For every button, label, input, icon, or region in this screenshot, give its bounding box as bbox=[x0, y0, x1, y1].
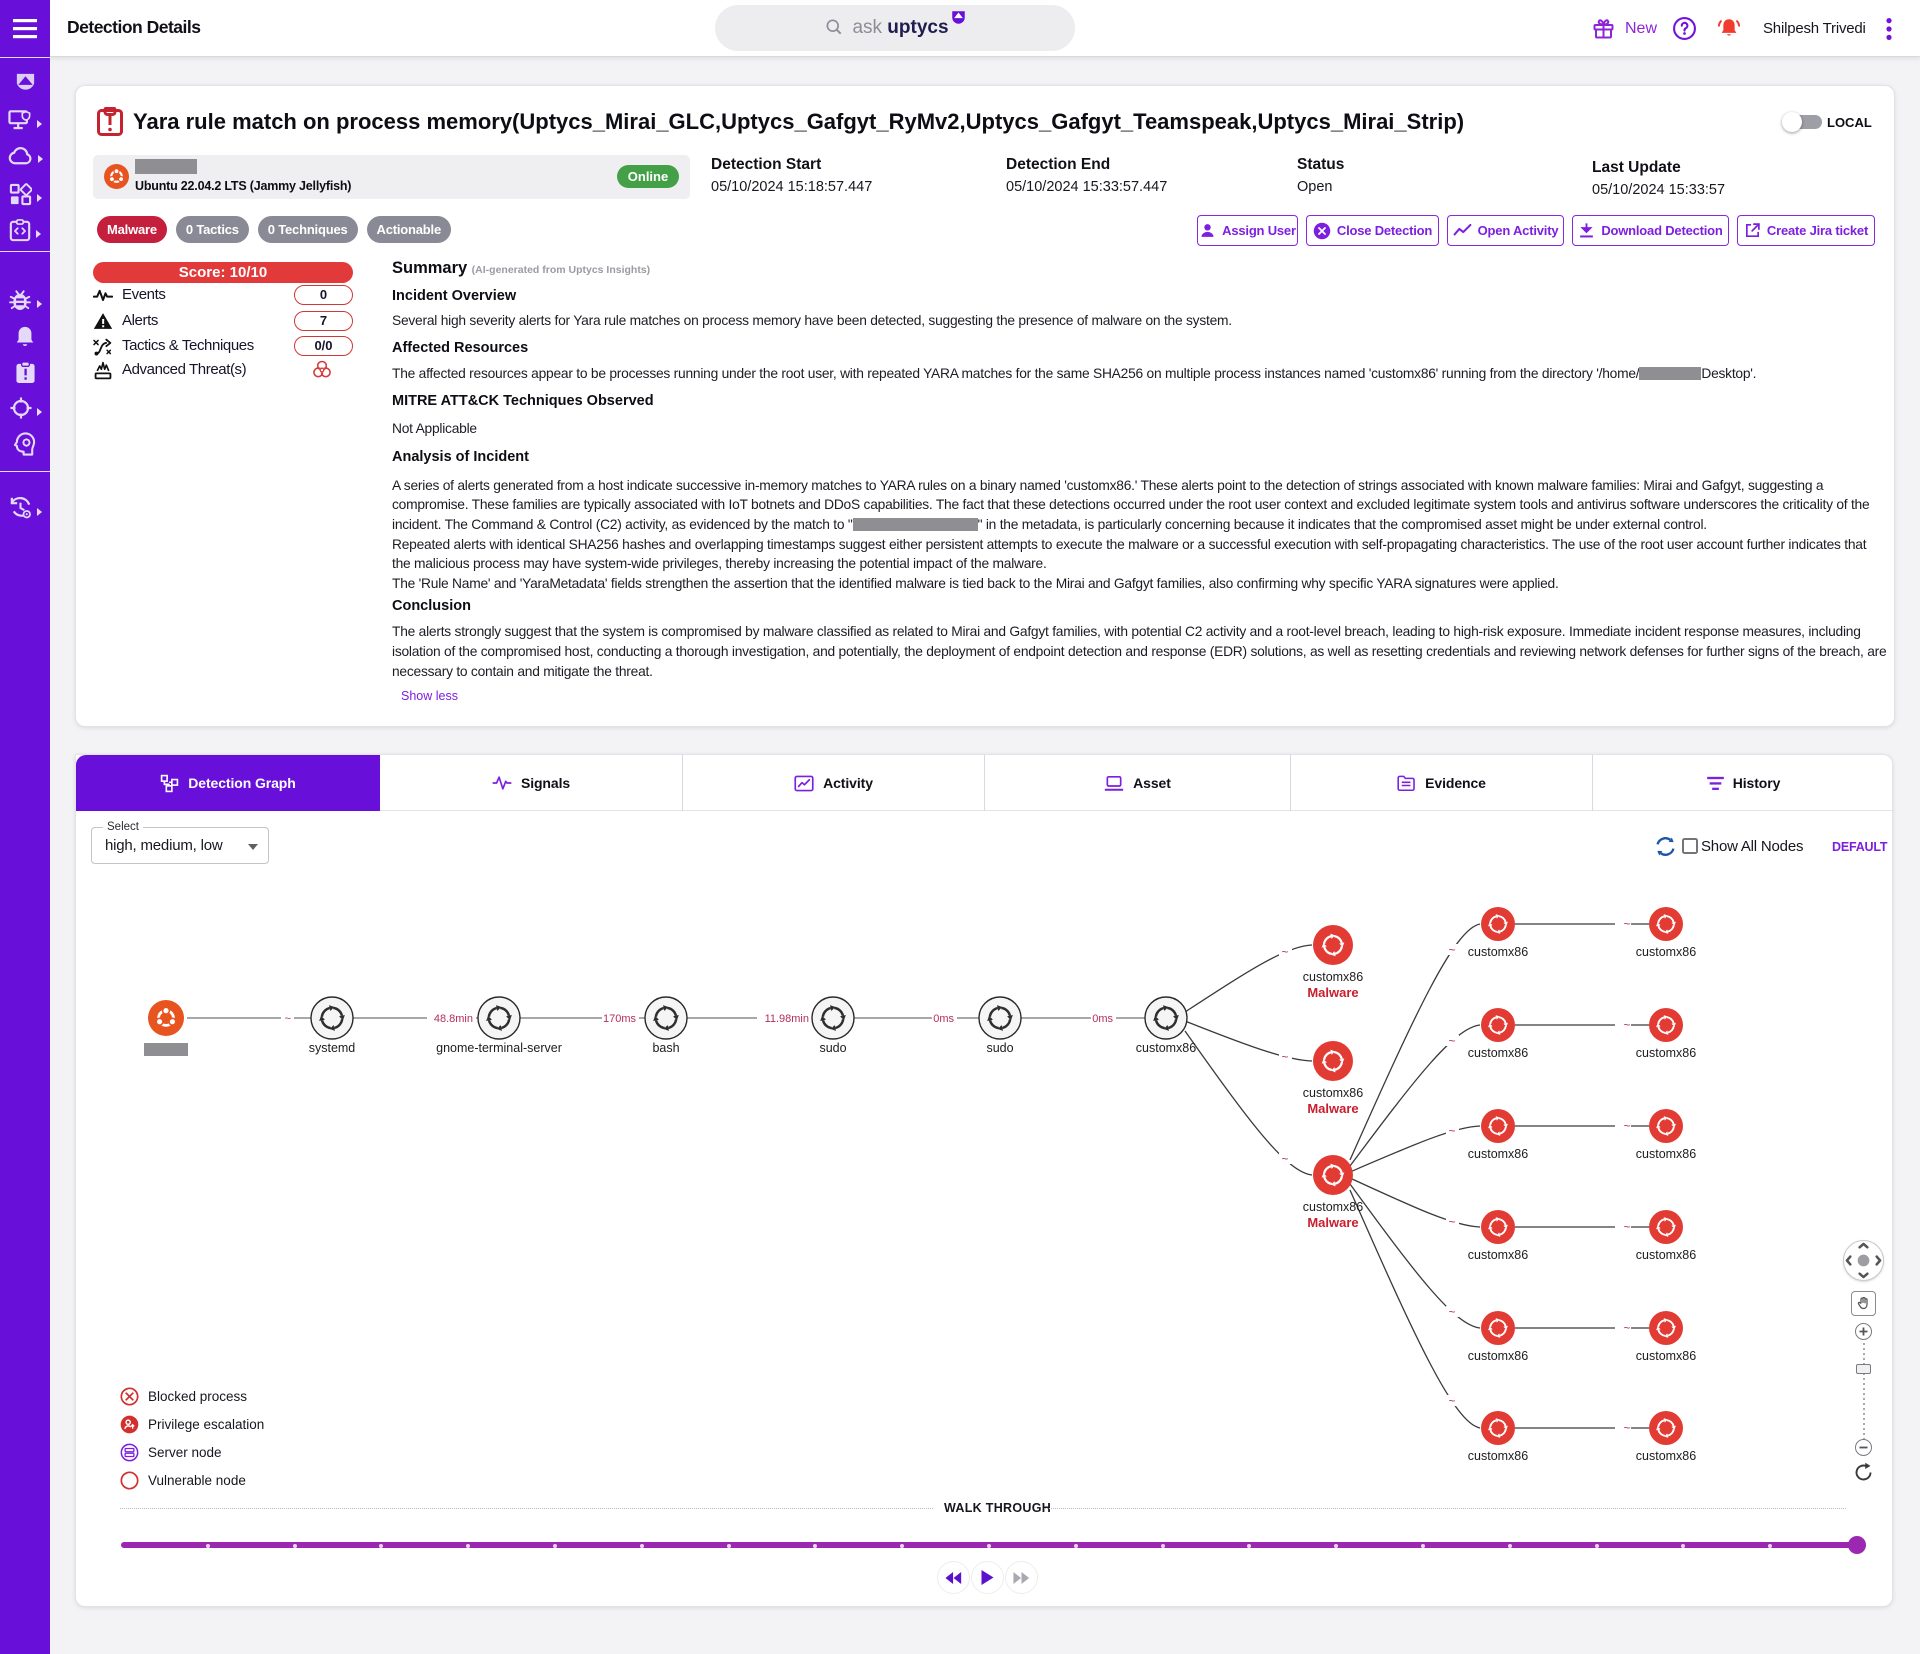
svg-text:customx86: customx86 bbox=[1468, 945, 1528, 959]
svg-text:~: ~ bbox=[1449, 1396, 1456, 1408]
svg-text:~: ~ bbox=[1624, 1020, 1631, 1032]
svg-text:customx86: customx86 bbox=[1468, 1349, 1528, 1363]
svg-text:~: ~ bbox=[1624, 919, 1631, 931]
svg-text:~: ~ bbox=[1624, 1423, 1631, 1435]
svg-text:~: ~ bbox=[1449, 1307, 1456, 1319]
svg-text:170ms: 170ms bbox=[603, 1013, 637, 1025]
svg-text:customx86: customx86 bbox=[1636, 1046, 1696, 1060]
svg-text:customx86: customx86 bbox=[1303, 970, 1363, 984]
svg-text:customx86: customx86 bbox=[1636, 945, 1696, 959]
svg-text:customx86: customx86 bbox=[1136, 1041, 1196, 1055]
svg-text:customx86: customx86 bbox=[1303, 1086, 1363, 1100]
svg-text:~: ~ bbox=[1624, 1323, 1631, 1335]
svg-text:bash: bash bbox=[652, 1041, 679, 1055]
svg-text:customx86: customx86 bbox=[1636, 1449, 1696, 1463]
svg-text:~: ~ bbox=[1282, 1052, 1289, 1064]
svg-text:customx86: customx86 bbox=[1303, 1200, 1363, 1214]
svg-text:~: ~ bbox=[1624, 1222, 1631, 1234]
svg-text:~: ~ bbox=[1449, 1036, 1456, 1048]
svg-text:~: ~ bbox=[1282, 1154, 1289, 1166]
svg-text:customx86: customx86 bbox=[1468, 1046, 1528, 1060]
svg-text:Malware: Malware bbox=[1307, 1215, 1358, 1230]
svg-text:customx86: customx86 bbox=[1468, 1248, 1528, 1262]
svg-text:sudo: sudo bbox=[819, 1041, 846, 1055]
svg-text:~: ~ bbox=[1449, 945, 1456, 957]
svg-text:Malware: Malware bbox=[1307, 1101, 1358, 1116]
svg-text:0ms: 0ms bbox=[1092, 1013, 1113, 1025]
svg-text:customx86: customx86 bbox=[1468, 1147, 1528, 1161]
svg-text:customx86: customx86 bbox=[1636, 1147, 1696, 1161]
svg-text:~: ~ bbox=[1624, 1121, 1631, 1133]
svg-text:~: ~ bbox=[1449, 1217, 1456, 1229]
svg-text:48.8min: 48.8min bbox=[434, 1013, 473, 1025]
svg-text:0ms: 0ms bbox=[933, 1013, 954, 1025]
svg-text:~: ~ bbox=[285, 1013, 291, 1025]
svg-text:customx86: customx86 bbox=[1636, 1349, 1696, 1363]
svg-text:~: ~ bbox=[1282, 947, 1289, 959]
svg-text:Malware: Malware bbox=[1307, 985, 1358, 1000]
svg-text:sudo: sudo bbox=[986, 1041, 1013, 1055]
svg-text:~: ~ bbox=[1449, 1126, 1456, 1138]
svg-text:customx86: customx86 bbox=[1468, 1449, 1528, 1463]
svg-text:systemd: systemd bbox=[309, 1041, 356, 1055]
svg-text:11.98min: 11.98min bbox=[765, 1013, 809, 1025]
svg-text:customx86: customx86 bbox=[1636, 1248, 1696, 1262]
svg-text:gnome-terminal-server: gnome-terminal-server bbox=[436, 1041, 562, 1055]
